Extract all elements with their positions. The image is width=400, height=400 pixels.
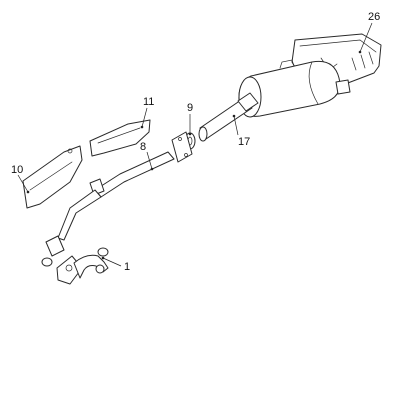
callout-10: 10	[11, 164, 23, 176]
leader-dot-10	[26, 190, 30, 194]
joint-flange-plate	[171, 131, 193, 163]
part-1-header-pipe	[41, 235, 109, 285]
callout-26: 26	[368, 11, 380, 23]
leader-dot-11	[140, 125, 144, 129]
leader-dot-9	[188, 132, 192, 136]
leader-26	[359, 22, 373, 53]
callout-11: 11	[143, 96, 154, 108]
leader-dot-8	[150, 167, 154, 171]
leader-dot-26	[358, 50, 362, 54]
part-17-tailpipe	[198, 92, 259, 142]
leader-dot-1	[101, 256, 105, 260]
callout-9: 9	[187, 102, 193, 114]
leader-17	[233, 115, 239, 136]
callout-17: 17	[238, 136, 250, 148]
muffler-body	[238, 59, 351, 118]
callout-8: 8	[140, 141, 146, 153]
leader-11	[141, 107, 148, 128]
leader-1	[102, 257, 122, 267]
part-11-heat-shield	[89, 119, 151, 157]
leader-dot-17	[232, 114, 236, 118]
leader-10	[17, 174, 29, 193]
callout-1: 1	[124, 261, 130, 273]
part-10-heat-shield	[22, 145, 83, 209]
leader-8	[146, 151, 153, 170]
part-8-front-pipe	[57, 151, 175, 241]
